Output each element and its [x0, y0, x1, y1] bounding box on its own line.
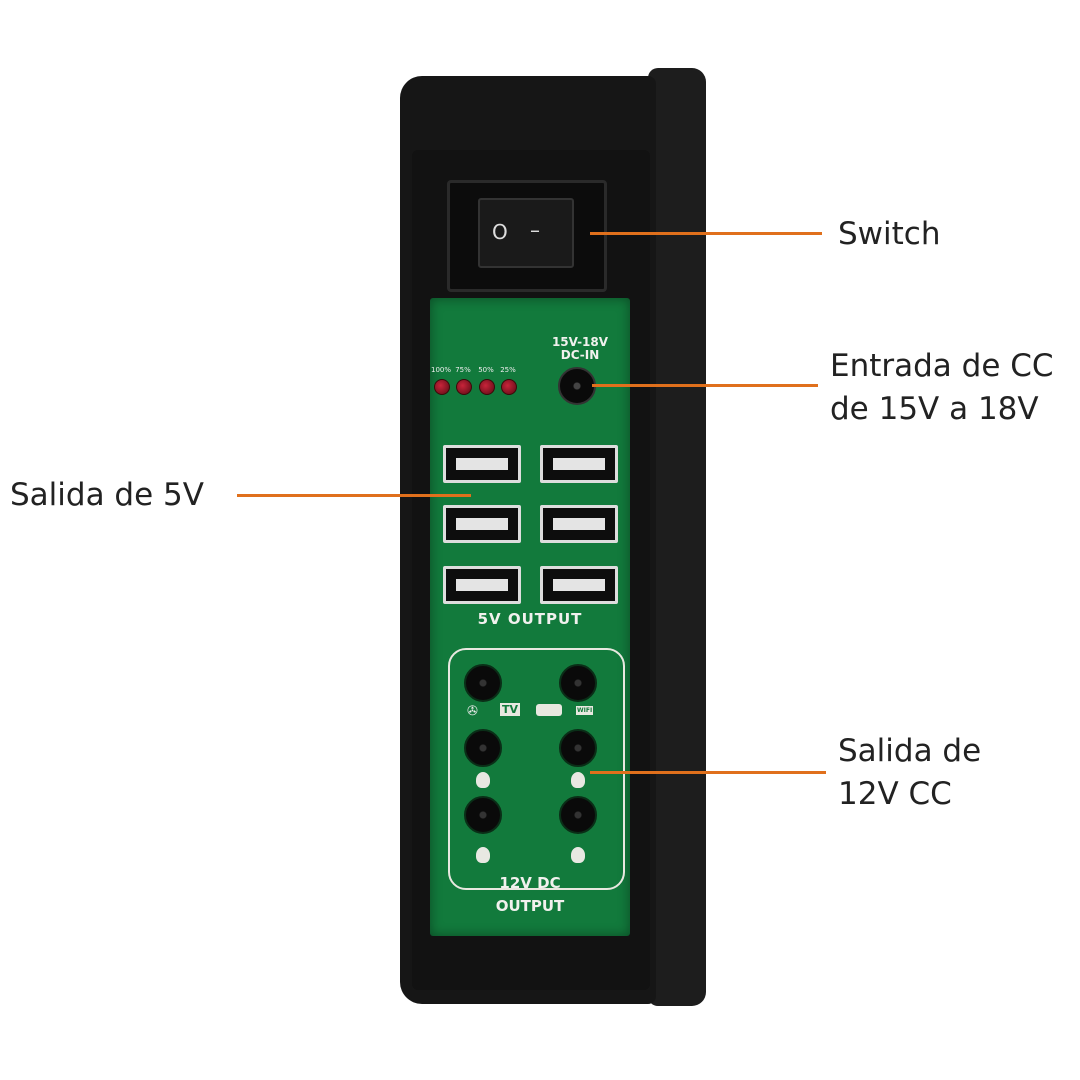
dc-out-callout-line [590, 771, 826, 774]
fan-icon: ✇ [467, 704, 478, 719]
dc-in-callout-line [592, 384, 818, 387]
usb-port-5[interactable] [443, 566, 521, 604]
switch-on-mark: – [530, 218, 540, 242]
switch-housing [447, 180, 607, 292]
battery-led-25 [501, 379, 517, 395]
usb-output-label: 5V OUTPUT [477, 610, 583, 628]
dc-in-label: 15V-18V DC-IN [551, 335, 609, 362]
dc-in-callout: Entrada de CC de 15V a 18V [830, 348, 1054, 427]
switch-off-mark: O [492, 220, 508, 244]
switch-callout: Switch [838, 216, 941, 252]
dc-jack-4[interactable] [559, 729, 597, 767]
usb-callout: Salida de 5V [10, 477, 204, 513]
bulb-icon [571, 772, 585, 788]
battery-led-50 [479, 379, 495, 395]
dc-in-jack[interactable] [558, 367, 596, 405]
dc-jack-1[interactable] [464, 664, 502, 702]
led-label-50: 50% [478, 366, 494, 374]
control-panel: 15V-18V DC-IN 100% 75% 50% 25% 5V OUTPUT… [430, 298, 630, 936]
battery-led-75 [456, 379, 472, 395]
wifi-router-icon: WIFI [576, 706, 594, 715]
usb-port-4[interactable] [540, 505, 618, 543]
power-switch[interactable]: O – [478, 198, 574, 268]
bulb-icon [571, 847, 585, 863]
usb-port-2[interactable] [540, 445, 618, 483]
battery-led-100 [434, 379, 450, 395]
usb-callout-line [237, 494, 471, 497]
dc-jack-2[interactable] [559, 664, 597, 702]
usb-port-1[interactable] [443, 445, 521, 483]
switch-callout-line [590, 232, 822, 235]
dc-jack-3[interactable] [464, 729, 502, 767]
dc-jack-5[interactable] [464, 796, 502, 834]
led-label-25: 25% [500, 366, 516, 374]
usb-port-6[interactable] [540, 566, 618, 604]
bulb-icon [476, 847, 490, 863]
dc-out-callout: Salida de 12V CC [838, 733, 982, 812]
usb-port-3[interactable] [443, 505, 521, 543]
dc-output-frame [448, 648, 625, 890]
dc-jack-6[interactable] [559, 796, 597, 834]
led-label-75: 75% [455, 366, 471, 374]
led-label-100: 100% [430, 366, 451, 374]
device-side-panel [648, 68, 706, 1006]
tv-icon: TV [500, 703, 521, 716]
bulb-icon [476, 772, 490, 788]
camera-icon [536, 704, 562, 716]
dc-output-label: 12V DC OUTPUT [495, 874, 565, 915]
